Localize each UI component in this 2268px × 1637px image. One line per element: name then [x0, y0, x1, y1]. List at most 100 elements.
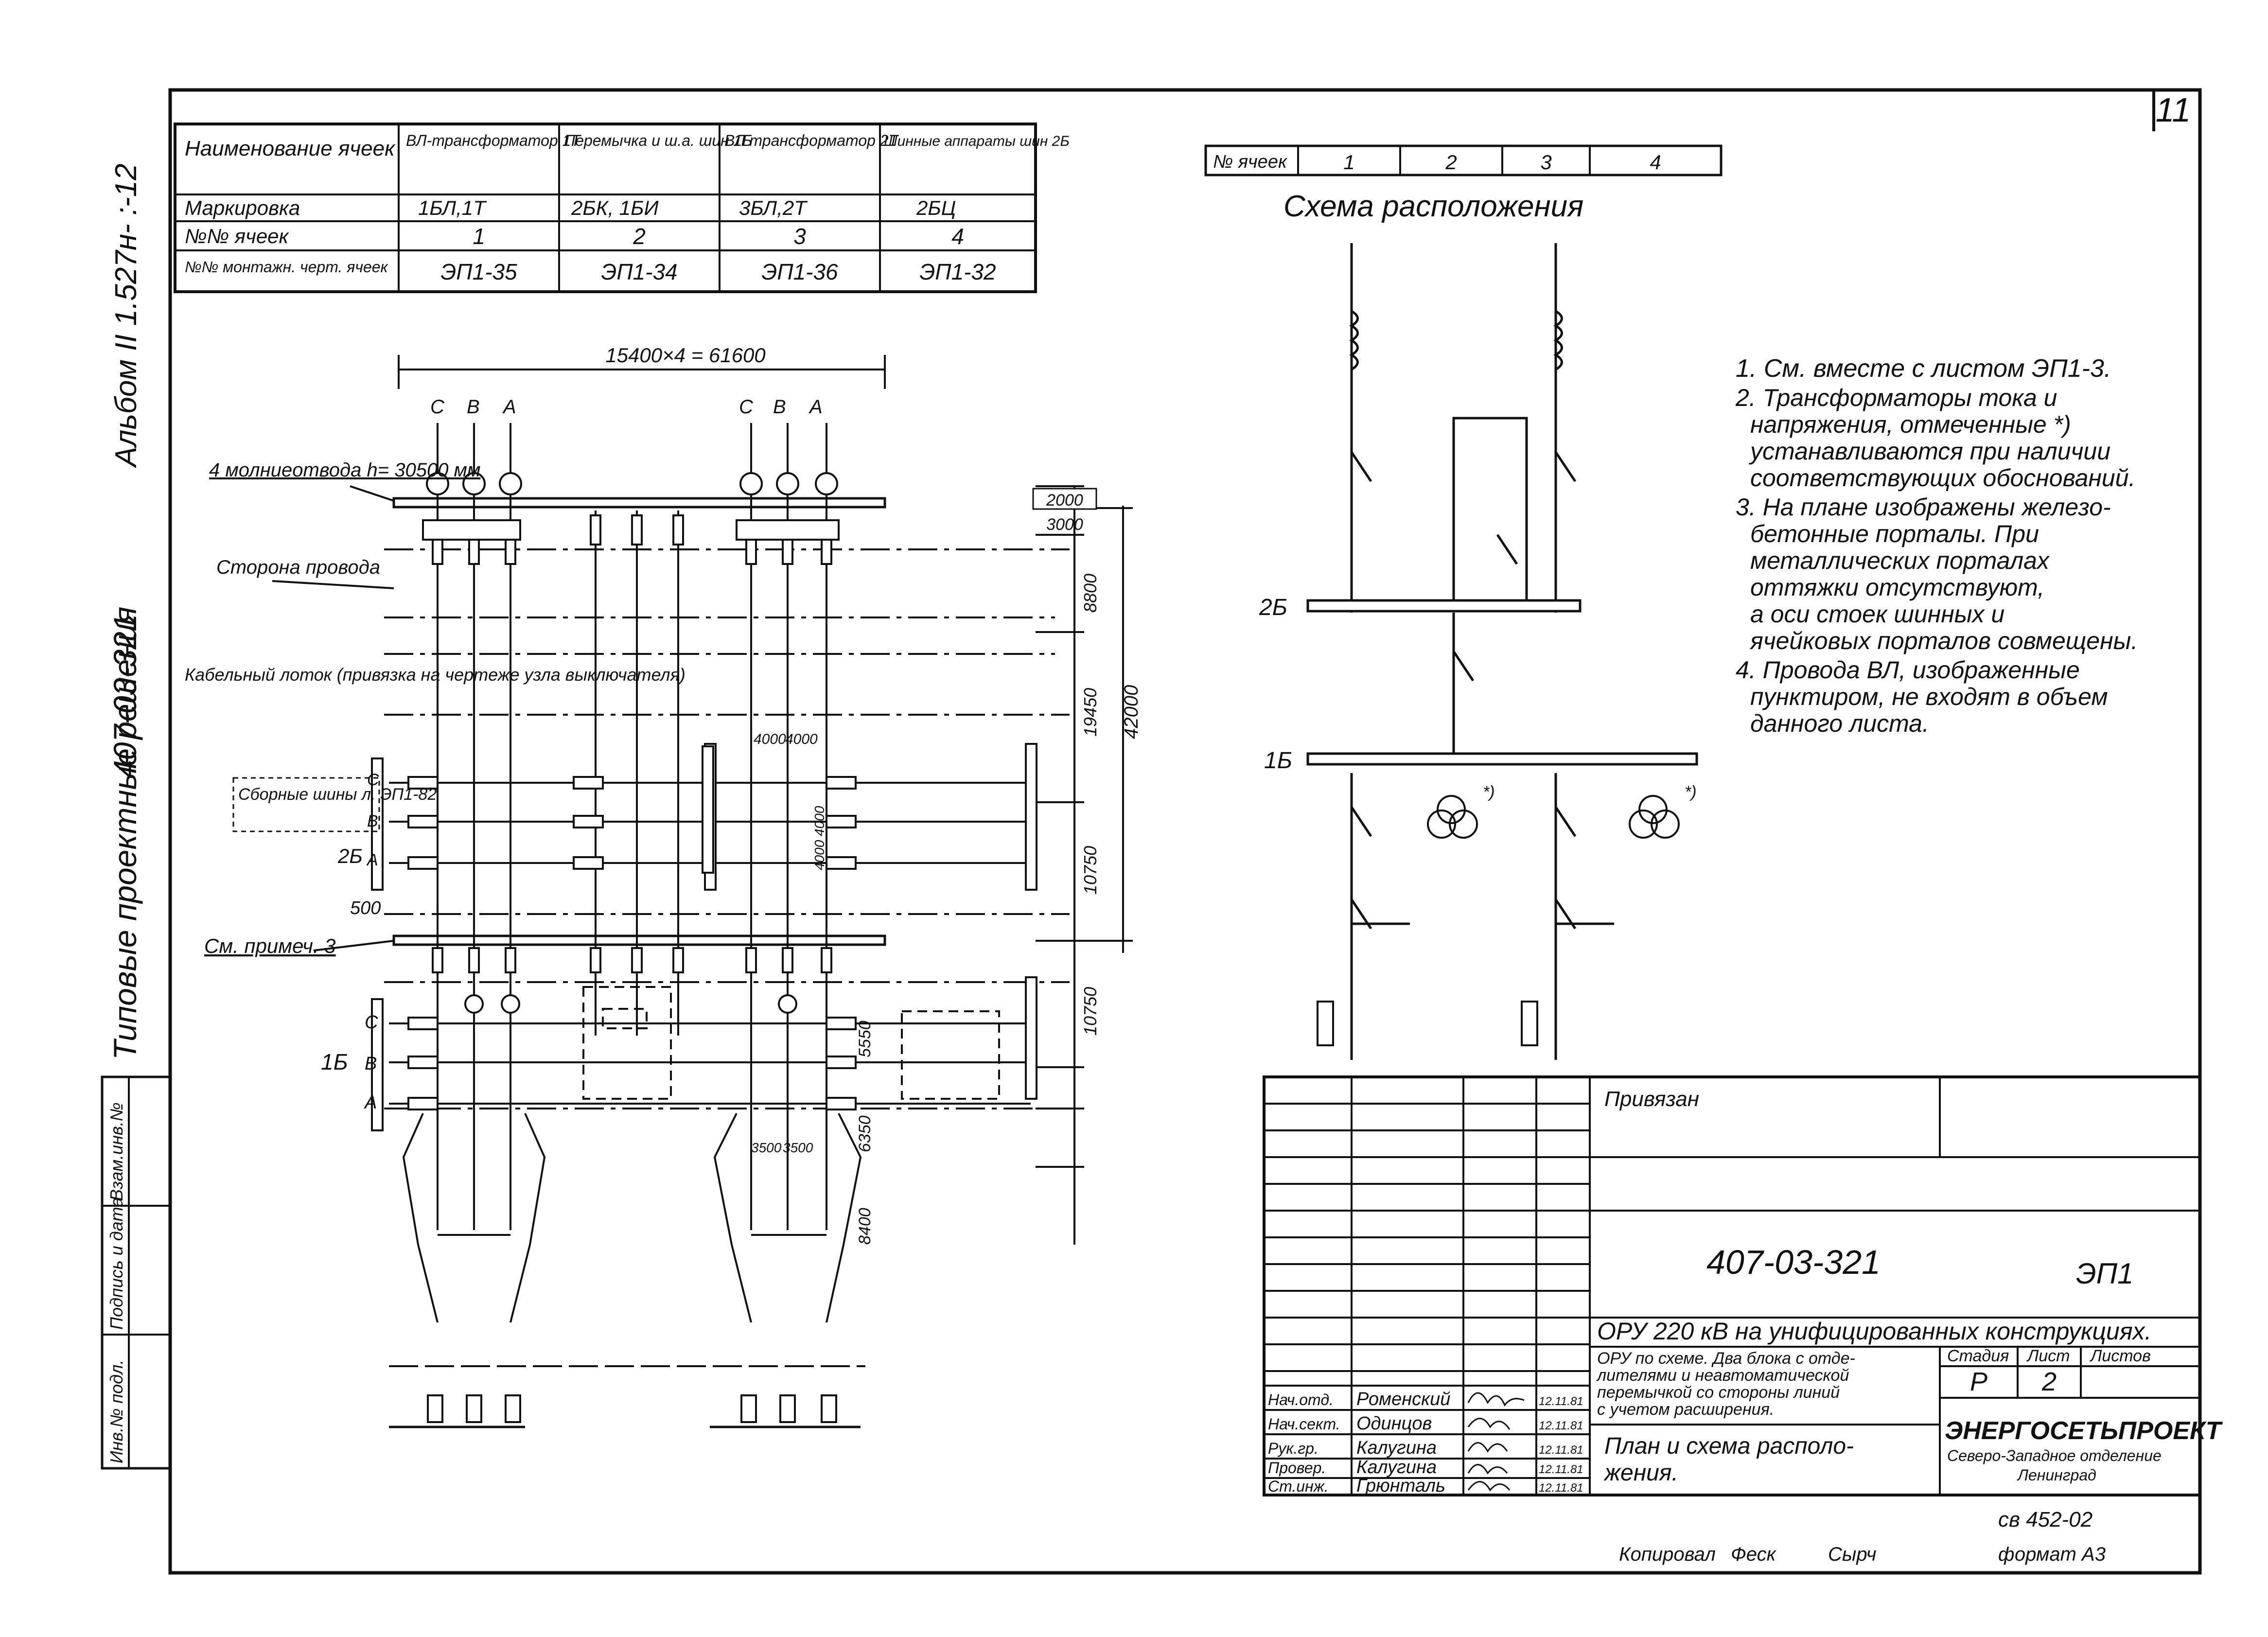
note-3-l1: 3. На плане изображены железо-	[1736, 493, 2111, 521]
note-4-l1: 4. Провода ВЛ, изображенные	[1736, 656, 2080, 684]
scheme-label-2b: 2Б	[1259, 595, 1287, 620]
bus2-phase-c: С	[367, 771, 379, 789]
name-5: Грюнталь	[1356, 1476, 1445, 1496]
note-2-l2: напряжения, отмеченные *)	[1750, 411, 2071, 438]
project-title: ОРУ 220 кВ на унифицированных конструкци…	[1597, 1318, 2151, 1345]
dim-3500-a: 3500	[751, 1140, 782, 1155]
sheet-number: 11	[2156, 91, 2191, 129]
dim-42000: 42000	[1121, 685, 1142, 739]
date-2: 12.11.81	[1539, 1419, 1583, 1432]
scheme-cell-3: 3	[1540, 151, 1551, 174]
scheme-cell-2: 2	[1445, 151, 1457, 174]
lightning-rods-label: 4 молниеотвода h= 30500 мм	[209, 459, 480, 481]
scheme-bus-1b	[1306, 752, 1698, 766]
bus1-phase-b: В	[365, 1054, 377, 1074]
plan-bus-1b: 1Б	[321, 1049, 348, 1074]
dim-500: 500	[350, 898, 381, 918]
album-code: Альбом II 1.527н- :-12	[109, 163, 143, 469]
dim-4000-a: 4000	[754, 731, 786, 747]
dim-8800: 8800	[1080, 574, 1100, 613]
cellno-2: 2	[633, 224, 646, 249]
notes: 1. См. вместе с листом ЭП1-3. 2. Трансфо…	[1735, 354, 2138, 737]
sheet-value: 2	[2041, 1367, 2057, 1396]
cell-2-name: Перемычка и ш.а. шин 1Б	[564, 132, 752, 149]
dim-4000-b: 4000	[785, 731, 818, 747]
note-3-l2: бетонные порталы. При	[1750, 520, 2039, 547]
date-1: 12.11.81	[1539, 1395, 1583, 1408]
name-3: Калугина	[1356, 1438, 1437, 1458]
cells-table: Наименование ячеек ВЛ-трансформатор 1Т П…	[174, 123, 1070, 293]
dim-2000: 2000	[1046, 491, 1083, 510]
marking-label: Маркировка	[185, 196, 300, 219]
note-1: 1. См. вместе с листом ЭП1-3.	[1736, 354, 2111, 383]
org-branch-l2: Ленинград	[2017, 1466, 2096, 1484]
dim-3500-b: 3500	[783, 1140, 813, 1155]
scheme-table-label: № ячеек	[1213, 152, 1288, 172]
margin-doc-code: 407-03-321	[107, 614, 143, 778]
copier-2: Сырч	[1828, 1544, 1876, 1565]
overall-dim: 15400×4 = 61600	[605, 344, 766, 367]
bus-portal	[392, 934, 886, 946]
phase-b-right: В	[773, 396, 786, 418]
org-name: ЭНЕРГОСЕТЬПРОЕКТ	[1945, 1417, 2223, 1445]
role-4: Провер.	[1268, 1459, 1326, 1477]
name-2: Одинцов	[1356, 1413, 1432, 1434]
role-2: Нач.сект.	[1268, 1415, 1340, 1433]
phase-a-right: А	[809, 396, 823, 418]
note-4-l3: данного листа.	[1750, 710, 1929, 737]
plan-view: 15400×4 = 61600 С В А С В А	[185, 344, 1142, 1428]
date-5: 12.11.81	[1539, 1481, 1583, 1495]
mount-3: ЭП1-36	[761, 259, 838, 284]
phase-c-right: С	[739, 396, 754, 418]
sheet-frame	[168, 88, 2202, 1575]
cellno-3: 3	[793, 224, 806, 249]
scheme-cell-table: № ячеек 1 2 3 4	[1204, 144, 1723, 176]
dim-3000: 3000	[1046, 515, 1083, 534]
mount-label: №№ монтажн. черт. ячеек	[185, 258, 389, 276]
drawing-title-l1: План и схема располо-	[1604, 1433, 1854, 1459]
cells-row-name: Наименование ячеек	[185, 137, 396, 160]
subtitle-l4: с учетом расширения.	[1597, 1400, 1774, 1419]
note-3-l3: металлических порталах	[1750, 547, 2050, 574]
bus2-phase-a: А	[366, 851, 378, 869]
org-branch-l1: Северо-Западное отделение	[1947, 1447, 2162, 1464]
dim-10750-a: 10750	[1080, 846, 1100, 895]
dim-4000-c: 4000	[812, 840, 827, 870]
title-doc-code: 407-03-321	[1706, 1243, 1881, 1281]
cell-3-name: ВЛ трансформатор 2Т	[724, 132, 899, 149]
sheets-header: Листов	[2090, 1347, 2151, 1365]
drawing-title-l2: жения.	[1603, 1460, 1678, 1486]
date-4: 12.11.81	[1539, 1463, 1583, 1476]
title-block: Привязан 407-03-321 ЭП1 ОРУ 220 кВ на ун…	[1263, 1075, 2223, 1496]
cellno-4: 4	[951, 224, 964, 249]
role-3: Рук.гр.	[1268, 1440, 1319, 1457]
name-1: Роменский	[1356, 1389, 1450, 1409]
dim-8400: 8400	[856, 1208, 874, 1245]
busbar-note-box	[232, 777, 380, 832]
bus2-phase-b: В	[367, 812, 378, 830]
dim-10750-b: 10750	[1080, 987, 1100, 1036]
cellno-1: 1	[473, 224, 485, 249]
cellno-label: №№ ячеек	[185, 225, 290, 247]
dim-19450: 19450	[1080, 688, 1100, 737]
marking-2: 2БК, 1БИ	[571, 196, 659, 219]
bus1-phase-c: С	[365, 1012, 378, 1033]
dim-5550: 5550	[856, 1021, 874, 1057]
note-2-l3: устанавливаются при наличии	[1749, 438, 2110, 465]
mount-2: ЭП1-34	[601, 259, 677, 284]
subtitle-l1: ОРУ по схеме. Два блока с отде-	[1597, 1349, 1855, 1368]
mount-4: ЭП1-32	[919, 259, 996, 284]
see-note-label: См. примеч. 3	[204, 934, 336, 957]
wire-side-label: Сторона провода	[216, 557, 380, 578]
note-4-l2: пунктиром, не входят в объем	[1750, 683, 2108, 710]
title-sheet-code: ЭП1	[2076, 1257, 2133, 1290]
privyazan-label: Привязан	[1604, 1087, 1699, 1111]
sheet-header: Лист	[2026, 1347, 2070, 1365]
phase-a-left: А	[502, 396, 516, 418]
signatures	[1467, 1392, 1525, 1492]
cell-1-name: ВЛ-трансформатор 1Т	[406, 132, 581, 149]
note-3-l5: а оси стоек шинных и	[1750, 600, 2004, 628]
plan-bus-2b: 2Б	[337, 845, 363, 867]
stage-header: Стадия	[1947, 1347, 2009, 1365]
